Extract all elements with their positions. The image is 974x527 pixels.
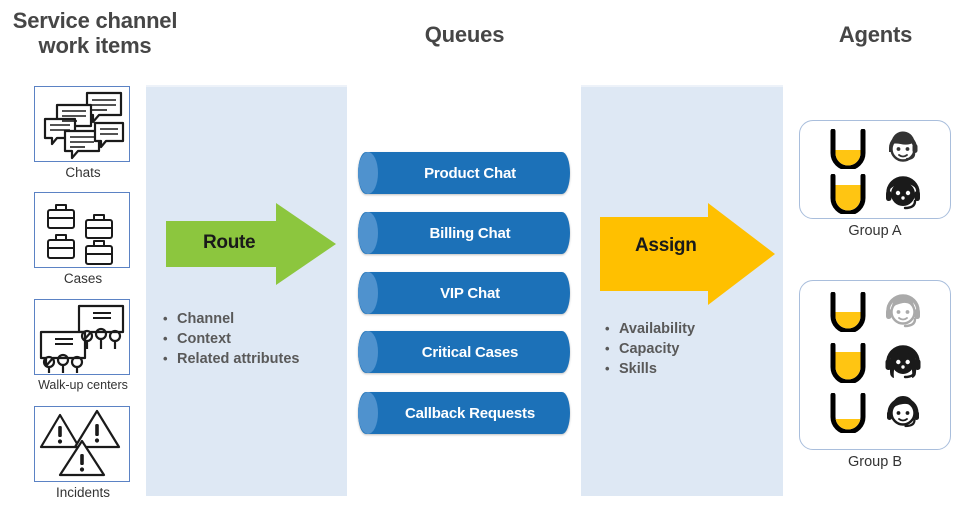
bullet-dot-icon: •	[163, 351, 168, 366]
agent-group-a[interactable]: Group A	[799, 120, 951, 239]
route-arrow-label: Route	[203, 232, 256, 253]
agent-row[interactable]	[800, 289, 950, 340]
agent-group-card	[799, 120, 951, 219]
queue-item[interactable]: Critical Cases	[358, 331, 570, 373]
route-criterion: Channel	[177, 311, 235, 327]
page-title-agents: Agents	[838, 22, 913, 47]
agent-headset-dark-hair-icon	[883, 175, 923, 218]
work-item-label: Walk-up centers	[38, 378, 128, 392]
bullet-dot-icon: •	[163, 311, 168, 326]
queue-cylinder-body	[358, 152, 570, 194]
work-item-label: Chats	[65, 165, 101, 180]
bullet-dot-icon: •	[605, 321, 610, 336]
agent-row[interactable]	[800, 173, 950, 219]
walk-up-center-icon	[34, 299, 130, 375]
capacity-meter-icon	[827, 128, 869, 174]
route-criterion: Related attributes	[177, 351, 300, 367]
page-title-work-items: Service channel work items	[0, 8, 190, 59]
assign-criterion: Capacity	[619, 341, 680, 357]
queue-label: Critical Cases	[421, 343, 519, 361]
queue-item[interactable]: Product Chat	[358, 152, 570, 194]
assign-criteria-list: • Availability • Capacity • Skills	[605, 321, 695, 381]
bullet-dot-icon: •	[163, 331, 168, 346]
queue-cylinder-cap	[358, 272, 378, 314]
agent-headset-light-hair-icon	[883, 130, 923, 173]
route-criterion: Context	[177, 331, 231, 347]
assign-criterion: Availability	[619, 321, 696, 337]
queue-label: VIP Chat	[440, 284, 500, 302]
queue-cylinder-cap	[358, 331, 378, 373]
agent-headset-short-hair-icon	[883, 394, 923, 437]
queue-label: Billing Chat	[429, 224, 511, 242]
agent-group-b[interactable]: Group B	[799, 280, 951, 470]
queue-cylinder-body	[358, 331, 570, 373]
heading-line-2: work items	[38, 33, 152, 59]
work-item-incidents[interactable]: Incidents	[34, 406, 132, 500]
agent-row[interactable]	[800, 340, 950, 391]
route-arrow	[166, 203, 336, 285]
queue-item[interactable]: VIP Chat	[358, 272, 570, 314]
queue-cylinder-body	[358, 272, 570, 314]
queue-item[interactable]: Callback Requests	[358, 392, 570, 434]
work-item-label: Cases	[63, 271, 103, 286]
assign-criterion: Skills	[619, 361, 657, 377]
work-item-walk-up-centers[interactable]: Walk-up centers	[34, 299, 132, 392]
list-item: • Capacity	[605, 341, 695, 357]
queue-cylinder-cap	[358, 152, 378, 194]
work-item-label: Incidents	[55, 485, 111, 500]
bullet-dot-icon: •	[605, 341, 610, 356]
queue-cylinder-cap	[358, 212, 378, 254]
route-criteria-list: • Channel • Context • Related attributes	[163, 311, 299, 371]
queue-cylinder-body	[358, 212, 570, 254]
list-item: • Availability	[605, 321, 695, 337]
assign-arrow	[600, 203, 775, 313]
work-item-cases[interactable]: Cases	[34, 192, 132, 286]
capacity-meter-icon	[827, 173, 869, 219]
queue-cylinder-body	[358, 392, 570, 434]
agent-group-label: Group A	[848, 223, 902, 239]
warning-triangles-icon	[34, 406, 130, 482]
list-item: • Channel	[163, 311, 299, 327]
list-item: • Skills	[605, 361, 695, 377]
queue-label: Callback Requests	[405, 404, 535, 422]
page-title-queues: Queues	[424, 22, 505, 47]
agent-row[interactable]	[800, 390, 950, 441]
work-item-chats[interactable]: Chats	[34, 86, 132, 180]
capacity-meter-icon	[827, 342, 869, 388]
bullet-dot-icon: •	[605, 361, 610, 376]
agent-group-label: Group B	[848, 454, 902, 470]
queue-item[interactable]: Billing Chat	[358, 212, 570, 254]
agent-headset-offline-icon	[883, 293, 923, 336]
heading-line-1: Service channel	[12, 8, 178, 33]
assign-arrow-label: Assign	[635, 235, 697, 256]
queue-label: Product Chat	[424, 164, 516, 182]
queue-cylinder-cap	[358, 392, 378, 434]
capacity-meter-icon	[827, 291, 869, 337]
briefcases-icon	[34, 192, 130, 268]
agent-row[interactable]	[800, 128, 950, 174]
list-item: • Related attributes	[163, 351, 299, 367]
list-item: • Context	[163, 331, 299, 347]
agent-headset-long-hair-icon	[883, 344, 923, 387]
capacity-meter-icon	[827, 392, 869, 438]
agent-group-card	[799, 280, 951, 450]
route-stage-panel	[146, 85, 347, 496]
chat-bubbles-icon	[34, 86, 130, 162]
